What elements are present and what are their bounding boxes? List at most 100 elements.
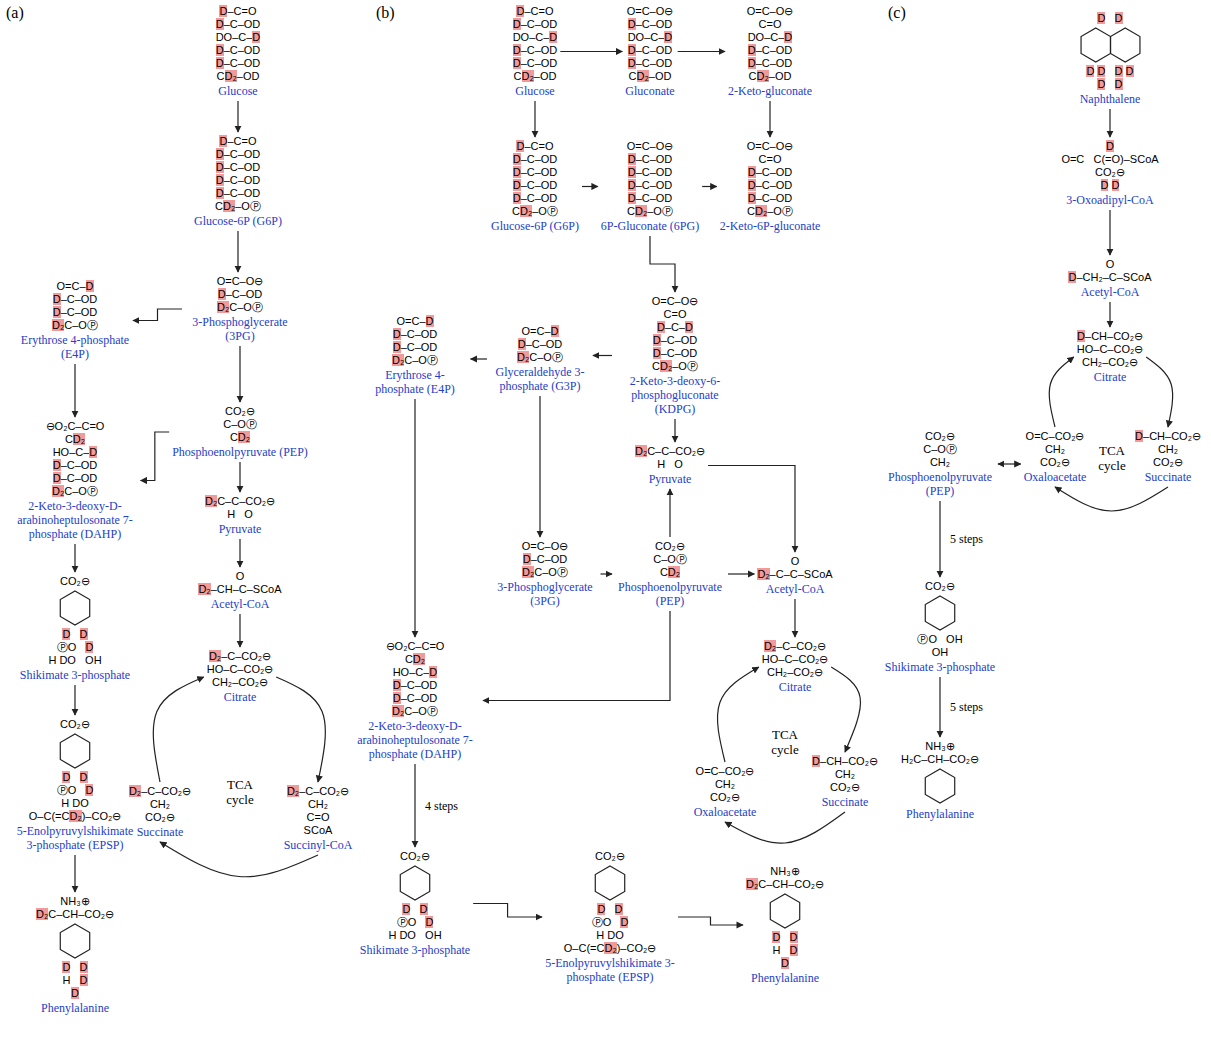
structure-row: H DO OH: [388, 929, 441, 942]
reaction-arrow: [674, 419, 675, 442]
ring-bond: [1110, 28, 1139, 62]
reaction-arrow: [998, 463, 1021, 464]
compound-name: 5-Enolpyruvylshikimate 3-phosphate (EPSP…: [13, 824, 138, 852]
structure-row: D₂C–OⓅ: [517, 351, 563, 364]
structure-row: H D: [62, 974, 87, 987]
structure-row: CH₂: [150, 798, 170, 811]
structure-row: D₂C–OⓅ: [217, 301, 263, 314]
compound-name: Glucose-6P (G6P): [194, 214, 282, 228]
reaction-arrow: [539, 396, 540, 537]
structure-row: D₂C–OⓅ: [392, 354, 438, 367]
compound-name: Oxaloacetate: [1024, 470, 1087, 484]
compound-name: Shikimate 3-phosphate: [885, 660, 995, 674]
structure-row: ⊖O₂C–C=O: [386, 640, 445, 653]
structure-row: D₂–C–CO₂⊖: [287, 785, 349, 798]
reaction-arrow: [237, 231, 238, 272]
compound: DO=C C(=O)–SCoACO₂⊖D D3-Oxoadipyl-CoA: [1061, 140, 1158, 207]
reaction-arrow: [1055, 487, 1168, 511]
ring-bond: [400, 866, 429, 900]
reaction-arrow: [593, 355, 612, 356]
compound: CO₂⊖D DⓅO DH DOO–C(=CD₂)–CO₂⊖5-Enolpyruv…: [13, 718, 138, 852]
compound: D₂–C–CO₂⊖HO–C–CO₂⊖CH₂–CO₂⊖Citrate: [207, 650, 273, 704]
structure-row: O=C–CO₂⊖: [696, 765, 755, 778]
compound: ⊖O₂C–C=OCD₂HO–C–DD–C–ODD–C–ODD₂C–OⓅ2-Ket…: [350, 640, 480, 761]
reaction-arrow: [1109, 210, 1110, 255]
compound: OD₂–C–C–SCoAAcetyl-CoA: [757, 555, 832, 596]
structure-row: CH₂–CO₂⊖: [212, 676, 268, 689]
structure-row: CO₂⊖: [655, 540, 685, 553]
structure-row: NH₃⊕: [770, 865, 799, 878]
structure-row: D–C–OD: [513, 153, 558, 166]
structure-row: ⓅO D: [592, 916, 629, 929]
structure-row: CD₂: [405, 653, 425, 666]
structure-row: HO–C–D: [393, 666, 438, 679]
compound-name: Acetyl-CoA: [211, 597, 270, 611]
structure-row: CD₂: [230, 431, 250, 444]
structure-row: D–C–OD: [216, 161, 261, 174]
compound: D₂C–C–CO₂⊖H OPyruvate: [205, 495, 275, 536]
structure-row: H O: [227, 508, 253, 521]
compound-name: Shikimate 3-phosphate: [20, 668, 130, 682]
structure-row: D D: [62, 961, 87, 974]
compound: O=C–O⊖D–C–ODD–C–ODD–C–ODD–C–ODCD₂–OⓅ6P-G…: [601, 140, 699, 233]
structure-row: CD₂–OⓅ: [747, 205, 793, 218]
compound-name: Citrate: [779, 680, 812, 694]
structure-row: CD₂–OⓅ: [215, 200, 261, 213]
reaction-arrow: [276, 677, 325, 782]
compound-name: 2-Keto-3-deoxy-D-arabinoheptulosonate 7-…: [350, 719, 480, 761]
structure-row: CD₂–OⓅ: [652, 360, 698, 373]
compound: D₂C–C–CO₂⊖H OPyruvate: [635, 445, 705, 486]
structure-row: D–C=O: [516, 140, 553, 153]
structure-row: CH₂: [1158, 443, 1178, 456]
structure-row: D D: [1101, 179, 1120, 192]
compound: OD–CH₂–C–SCoAAcetyl-CoA: [1068, 258, 1151, 299]
structure-row: O=C–O⊖: [627, 5, 674, 18]
reaction-arrow: [1109, 109, 1110, 137]
structure-row: C–OⓅ: [653, 553, 687, 566]
structure-row: CO₂⊖: [60, 575, 90, 588]
ring-structure: [763, 891, 807, 931]
structure-row: D D: [62, 771, 87, 784]
structure-row: CO₂⊖: [830, 781, 860, 794]
structure-row: O=C–D: [57, 280, 94, 293]
compound: D–C=OD–C–ODD–C–ODD–C–ODD–C–ODCD₂–OⓅGluco…: [194, 135, 282, 228]
structure-row: H DO: [61, 797, 89, 810]
ring-bond: [770, 894, 799, 928]
structure-row: O=C–O⊖: [522, 540, 569, 553]
structure-row: DO–C–D: [513, 31, 558, 44]
ring-structure: [53, 921, 97, 961]
compound: D–CH–CO₂⊖HO–C–CO₂⊖CH₂–CO₂⊖Citrate: [1077, 330, 1143, 384]
structure-row: D₂C–C–CO₂⊖: [635, 445, 705, 458]
structure-row: D₂C–CH–CO₂⊖: [36, 908, 114, 921]
structure-row: D–C–OD: [53, 459, 98, 472]
reaction-arrow: [141, 432, 170, 481]
structure-row: D₂C–CH–CO₂⊖: [746, 878, 824, 891]
compound: O=C–DD–C–ODD–C–ODD₂C–OⓅErythrose 4-phosp…: [363, 315, 468, 396]
structure-row: D–C–OD: [518, 338, 563, 351]
structure-row: CH₂: [1045, 443, 1065, 456]
structure-row: ⓅO D: [57, 641, 94, 654]
structure-row: NH₃⊕: [60, 895, 89, 908]
structure-row: CH₂–CO₂⊖: [1082, 356, 1138, 369]
structure-row: D–C–OD: [216, 44, 261, 57]
structure-row: D–C–OD: [216, 187, 261, 200]
compound: CO₂⊖C–OⓅCH₂Phosphoenolpyruvate (PEP): [885, 430, 995, 498]
structure-row: D–C–OD: [53, 306, 98, 319]
structure-row: D D: [772, 931, 797, 944]
structure-row: CH₂: [715, 778, 735, 791]
step-label: 5 steps: [948, 532, 985, 546]
ring-structure: [918, 593, 962, 633]
structure-row: CO₂⊖: [595, 850, 625, 863]
reaction-arrow: [794, 599, 795, 637]
compound-name: Succinate: [137, 825, 184, 839]
structure-row: D–C–OD: [513, 44, 558, 57]
compound: O=C–O⊖D–C–ODD₂C–OⓅ3-Phosphoglycerate (3P…: [185, 275, 295, 343]
structure-row: D–C–OD: [628, 153, 673, 166]
structure-row: D–C–OD: [653, 334, 698, 347]
structure-row: C–OⓅ: [923, 443, 957, 456]
structure-row: D–C–OD: [628, 179, 673, 192]
compound-name: 2-Keto-3-deoxy-D-arabinoheptulosonate 7-…: [13, 499, 138, 541]
ring-bond: [60, 924, 89, 958]
compound-name: Succinate: [822, 795, 869, 809]
structure-row: D–C–OD: [513, 57, 558, 70]
